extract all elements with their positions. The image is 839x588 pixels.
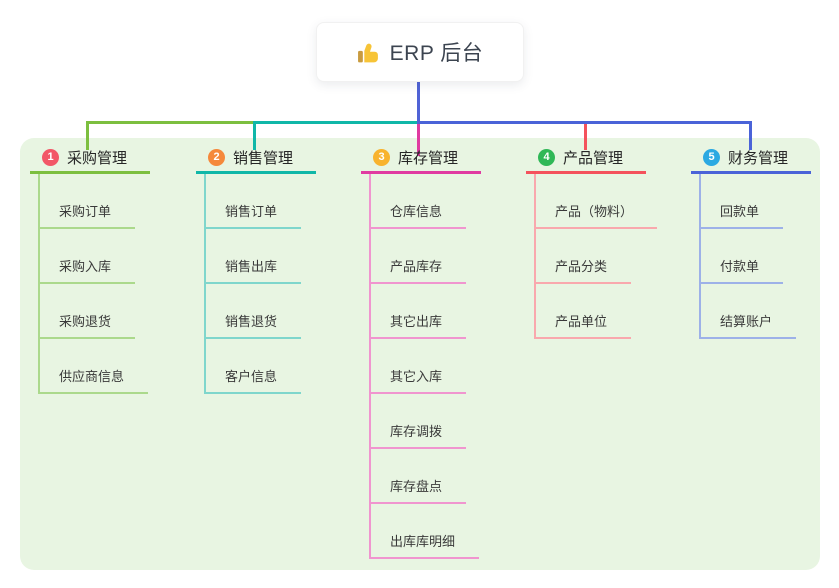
child-label: 其它入库: [371, 366, 467, 394]
connector-drop-inventory: [417, 121, 420, 156]
branch-number-badge: 1: [42, 148, 59, 166]
child-node[interactable]: 结算账户: [701, 284, 797, 339]
connector-drop-product: [584, 121, 587, 150]
child-node[interactable]: 产品库存: [371, 229, 479, 284]
child-node[interactable]: 其它入库: [371, 339, 479, 394]
branch-header-product[interactable]: 4 产品管理: [526, 148, 646, 174]
branch-sales: 2 销售管理 销售订单 销售出库 销售退货 客户信息: [196, 148, 316, 394]
connector-drop-sales: [253, 121, 256, 150]
connector-drop-purchase: [86, 121, 89, 150]
branch-number-badge: 4: [538, 148, 555, 166]
branch-children: 回款单 付款单 结算账户: [699, 174, 797, 339]
child-node[interactable]: 采购退货: [40, 284, 148, 339]
branch-children: 仓库信息 产品库存 其它出库 其它入库 库存调拨 库存盘点 出库库明细: [369, 174, 480, 559]
child-label: 销售订单: [206, 201, 302, 229]
connector-bus-blue: [417, 121, 752, 124]
child-label: 采购入库: [40, 256, 136, 284]
child-label: 销售退货: [206, 311, 302, 339]
connector-bus-green: [86, 121, 256, 124]
child-label: 产品单位: [536, 311, 632, 339]
child-node[interactable]: 供应商信息: [40, 339, 149, 394]
branch-title: 采购管理: [67, 149, 128, 167]
branch-children: 采购订单 采购入库 采购退货 供应商信息: [38, 174, 149, 394]
child-node[interactable]: 库存调拨: [371, 394, 479, 449]
branch-header-sales[interactable]: 2 销售管理: [196, 148, 316, 174]
branch-title: 销售管理: [233, 149, 294, 167]
child-node[interactable]: 产品（物料）: [536, 174, 658, 229]
child-node[interactable]: 采购入库: [40, 229, 148, 284]
child-node[interactable]: 产品单位: [536, 284, 657, 339]
child-node[interactable]: 其它出库: [371, 284, 479, 339]
child-label: 库存调拨: [371, 421, 467, 449]
child-node[interactable]: 仓库信息: [371, 174, 479, 229]
thumbs-up-icon: [357, 43, 378, 62]
branch-header-purchase[interactable]: 1 采购管理: [30, 148, 150, 174]
branch-number-badge: 5: [703, 148, 720, 166]
child-label: 仓库信息: [371, 201, 467, 229]
child-label: 采购订单: [40, 201, 136, 229]
branch-purchase: 1 采购管理 采购订单 采购入库 采购退货 供应商信息: [30, 148, 150, 394]
child-node[interactable]: 回款单: [701, 174, 796, 229]
connector-drop-finance: [749, 121, 752, 150]
child-node[interactable]: 销售出库: [206, 229, 302, 284]
root-title: ERP 后台: [389, 42, 484, 65]
child-node[interactable]: 采购订单: [40, 174, 148, 229]
child-node[interactable]: 库存盘点: [371, 449, 479, 504]
child-label: 结算账户: [701, 311, 797, 339]
child-node[interactable]: 销售订单: [206, 174, 302, 229]
child-label: 产品库存: [371, 256, 467, 284]
branch-number-badge: 2: [208, 148, 225, 166]
child-label: 付款单: [701, 256, 784, 284]
connector-root-stem: [417, 81, 420, 124]
root-node[interactable]: ERP 后台: [316, 22, 524, 82]
child-node[interactable]: 付款单: [701, 229, 796, 284]
branch-header-finance[interactable]: 5 财务管理: [691, 148, 811, 174]
child-label: 其它出库: [371, 311, 467, 339]
branch-inventory: 3 库存管理 仓库信息 产品库存 其它出库 其它入库 库存调拨 库存盘点 出库库…: [361, 148, 481, 559]
branch-title: 产品管理: [563, 149, 624, 167]
child-node[interactable]: 产品分类: [536, 229, 657, 284]
branch-number-badge: 3: [373, 148, 390, 166]
child-node[interactable]: 销售退货: [206, 284, 302, 339]
branches-background-panel: [20, 138, 820, 570]
child-label: 产品（物料）: [536, 201, 658, 229]
child-label: 产品分类: [536, 256, 632, 284]
branch-finance: 5 财务管理 回款单 付款单 结算账户: [691, 148, 811, 339]
branch-title: 库存管理: [398, 149, 459, 167]
child-label: 库存盘点: [371, 476, 467, 504]
child-label: 出库库明细: [371, 531, 480, 559]
branch-children: 产品（物料） 产品分类 产品单位: [534, 174, 658, 339]
child-node[interactable]: 出库库明细: [371, 504, 480, 559]
branch-product: 4 产品管理 产品（物料） 产品分类 产品单位: [526, 148, 658, 339]
branch-header-inventory[interactable]: 3 库存管理: [361, 148, 481, 174]
child-label: 回款单: [701, 201, 784, 229]
child-label: 供应商信息: [40, 366, 149, 394]
branch-title: 财务管理: [728, 149, 789, 167]
child-label: 客户信息: [206, 366, 302, 394]
child-label: 采购退货: [40, 311, 136, 339]
child-node[interactable]: 客户信息: [206, 339, 302, 394]
connector-bus-teal: [253, 121, 420, 124]
child-label: 销售出库: [206, 256, 302, 284]
branch-children: 销售订单 销售出库 销售退货 客户信息: [204, 174, 302, 394]
